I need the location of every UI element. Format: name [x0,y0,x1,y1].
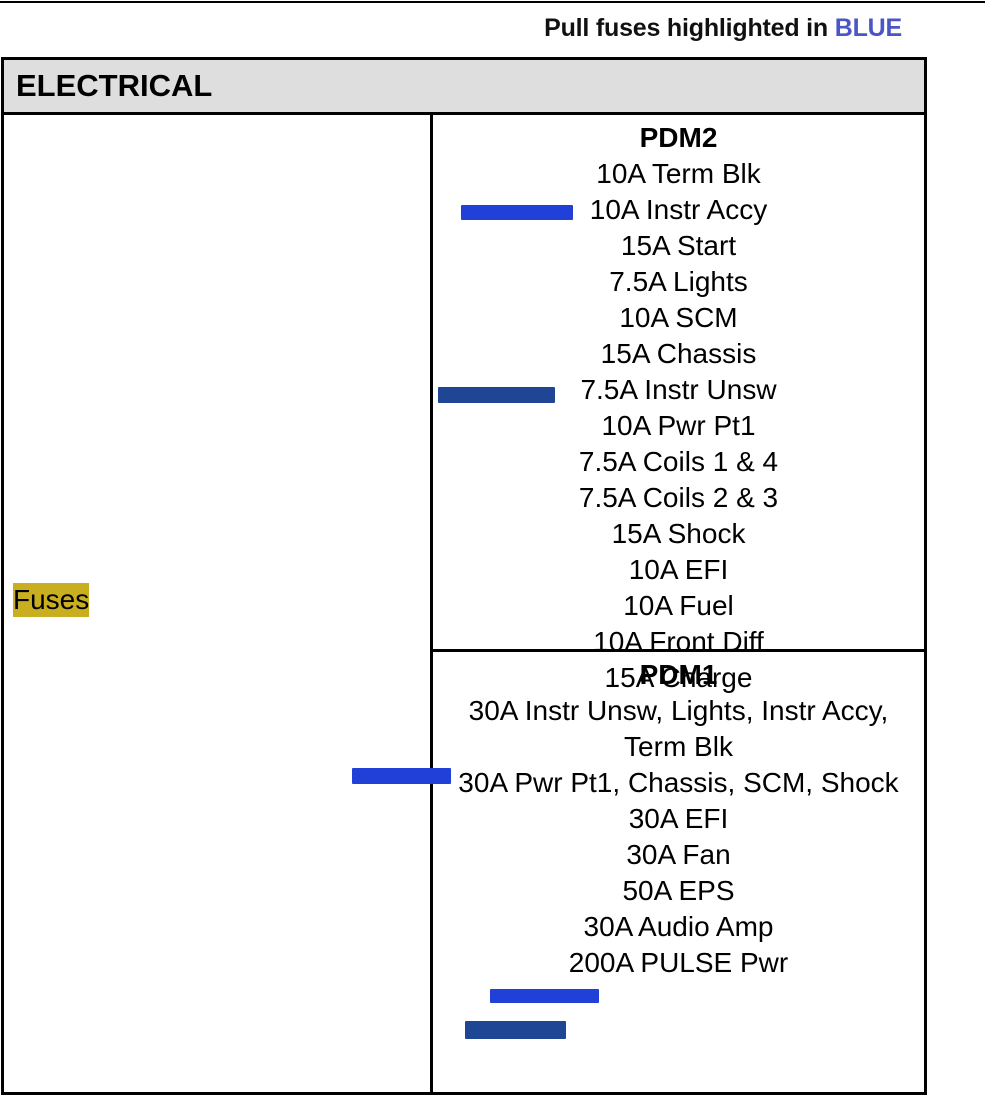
table-column-category: Fuses [4,115,433,1092]
fuse-item: 10A Instr Accy [589,194,768,225]
fuse-item: 7.5A Instr Unsw [580,374,777,405]
fuse-item: 7.5A Coils 2 & 3 [578,482,779,513]
top-divider-rule [0,1,985,3]
instruction-prefix-text: Pull fuses highlighted in [544,14,835,42]
pdm1-block: PDM1 30A Instr Unsw, Lights, Instr Accy,… [433,652,924,1092]
fuse-item: 7.5A Coils 1 & 4 [578,446,779,477]
fuse-item: 10A Pwr Pt1 [601,410,756,441]
row-label-fuses: Fuses [13,583,90,617]
fuse-item: 15A Start [620,230,737,261]
fuse-item: 10A SCM [619,302,738,333]
fuse-item: 15A Charge [604,662,753,693]
section-header-label: ELECTRICAL [16,68,213,103]
pdm2-title: PDM2 [639,122,718,153]
fuse-item: 10A Term Blk [596,158,761,189]
fuse-item: 10A EFI [628,554,729,585]
instruction-emphasis-text: BLUE [834,14,902,42]
instruction-banner: Pull fuses highlighted in BLUE [0,14,902,43]
pdm2-block: PDM2 10A Term Blk 10A Instr Accy 15A Sta… [433,115,924,693]
section-header-electrical: ELECTRICAL [4,60,924,115]
fuse-item: 15A Shock [611,518,746,549]
fuse-item: 10A Front Diff [593,626,764,657]
fuse-item: 30A Instr Unsw, Lights, Instr Accy, Term… [468,695,889,762]
fuse-item: 30A Fan [626,839,731,870]
row-label-fuses-text: Fuses [13,583,90,617]
fuse-item: 30A Audio Amp [583,911,774,942]
fuse-item: 30A Pwr Pt1, Chassis, SCM, Shock [458,767,899,798]
electrical-fuse-table: ELECTRICAL Fuses PDM2 10A Term Blk 10A I… [1,57,927,1095]
fuse-item: 50A EPS [622,875,735,906]
fuse-item: 15A Chassis [600,338,757,369]
pdm2-fuse-list: 10A Term Blk 10A Instr Accy 15A Start 7.… [433,156,924,696]
fuse-item: 10A Fuel [623,590,734,621]
pdm1-fuse-list: 30A Instr Unsw, Lights, Instr Accy, Term… [433,693,924,981]
fuse-item: 7.5A Lights [609,266,748,297]
fuse-item: 200A PULSE Pwr [568,947,789,978]
fuse-item: 30A EFI [628,803,729,834]
table-body: Fuses PDM2 10A Term Blk 10A Instr Accy 1… [4,115,924,1092]
pdm1-title: PDM1 [639,659,718,690]
table-column-detail: PDM2 10A Term Blk 10A Instr Accy 15A Sta… [433,115,924,1092]
